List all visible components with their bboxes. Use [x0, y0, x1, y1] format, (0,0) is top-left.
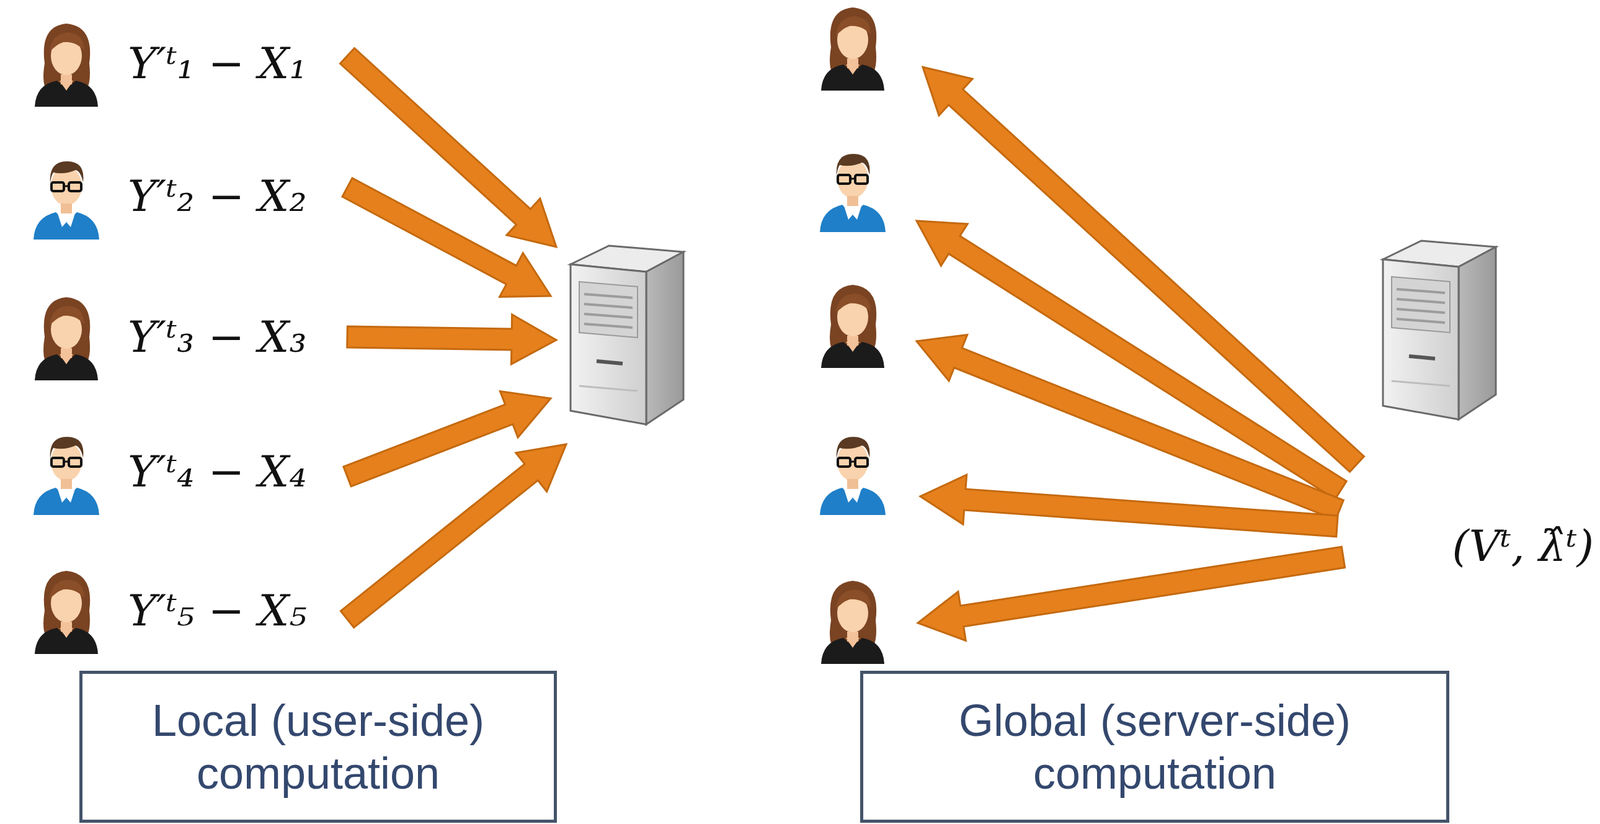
caption-box: Local (user-side) computation	[79, 670, 557, 823]
math-label: Y′ᵗ₃ − X₃	[127, 310, 307, 363]
user-message: Y′ᵗ₃ − X₃	[127, 310, 307, 363]
text-group: Global (server-side) computation	[863, 693, 1447, 800]
math-label: Y′ᵗ₁ − X₁	[127, 37, 307, 90]
user-message: Y′ᵗ₅ − X₅	[127, 584, 307, 637]
server-message: (Vᵗ, λ̂ᵗ)	[1451, 519, 1594, 572]
math-label: Y′ᵗ₅ − X₅	[127, 584, 307, 637]
upload-arrow	[347, 314, 557, 365]
math-label: (Vᵗ, λ̂ᵗ)	[1451, 519, 1594, 572]
broadcast-arrow	[920, 474, 1338, 537]
upload-arrow	[340, 444, 567, 627]
math-label: Y′ᵗ₂ − X₂	[127, 169, 307, 223]
text-group: Y′ᵗ₄ − X₄	[127, 445, 307, 498]
math-label: Y′ᵗ₄ − X₄	[127, 445, 307, 498]
upload-arrow	[340, 48, 557, 248]
caption-text: Local (user-side) computation	[82, 693, 554, 800]
text-group: Y′ᵗ₂ − X₂	[127, 169, 307, 223]
user-icons-left	[33, 23, 100, 654]
upload-arrow	[342, 177, 551, 297]
text-group: Y′ᵗ₃ − X₃	[127, 310, 307, 363]
caption-box: Global (server-side) computation	[860, 670, 1450, 823]
text-group: Local (user-side) computation	[82, 693, 554, 800]
text-group: (Vᵗ, λ̂ᵗ)	[1451, 519, 1594, 572]
user-message: Y′ᵗ₂ − X₂	[127, 169, 307, 223]
user-message: Y′ᵗ₄ − X₄	[127, 445, 307, 498]
caption-text: Global (server-side) computation	[863, 693, 1447, 800]
user-message: Y′ᵗ₁ − X₁	[127, 37, 307, 90]
text-group: Y′ᵗ₅ − X₅	[127, 584, 307, 637]
broadcast-arrow	[917, 546, 1346, 640]
text-group: Y′ᵗ₁ − X₁	[127, 37, 307, 90]
user-icons-right	[819, 7, 886, 664]
